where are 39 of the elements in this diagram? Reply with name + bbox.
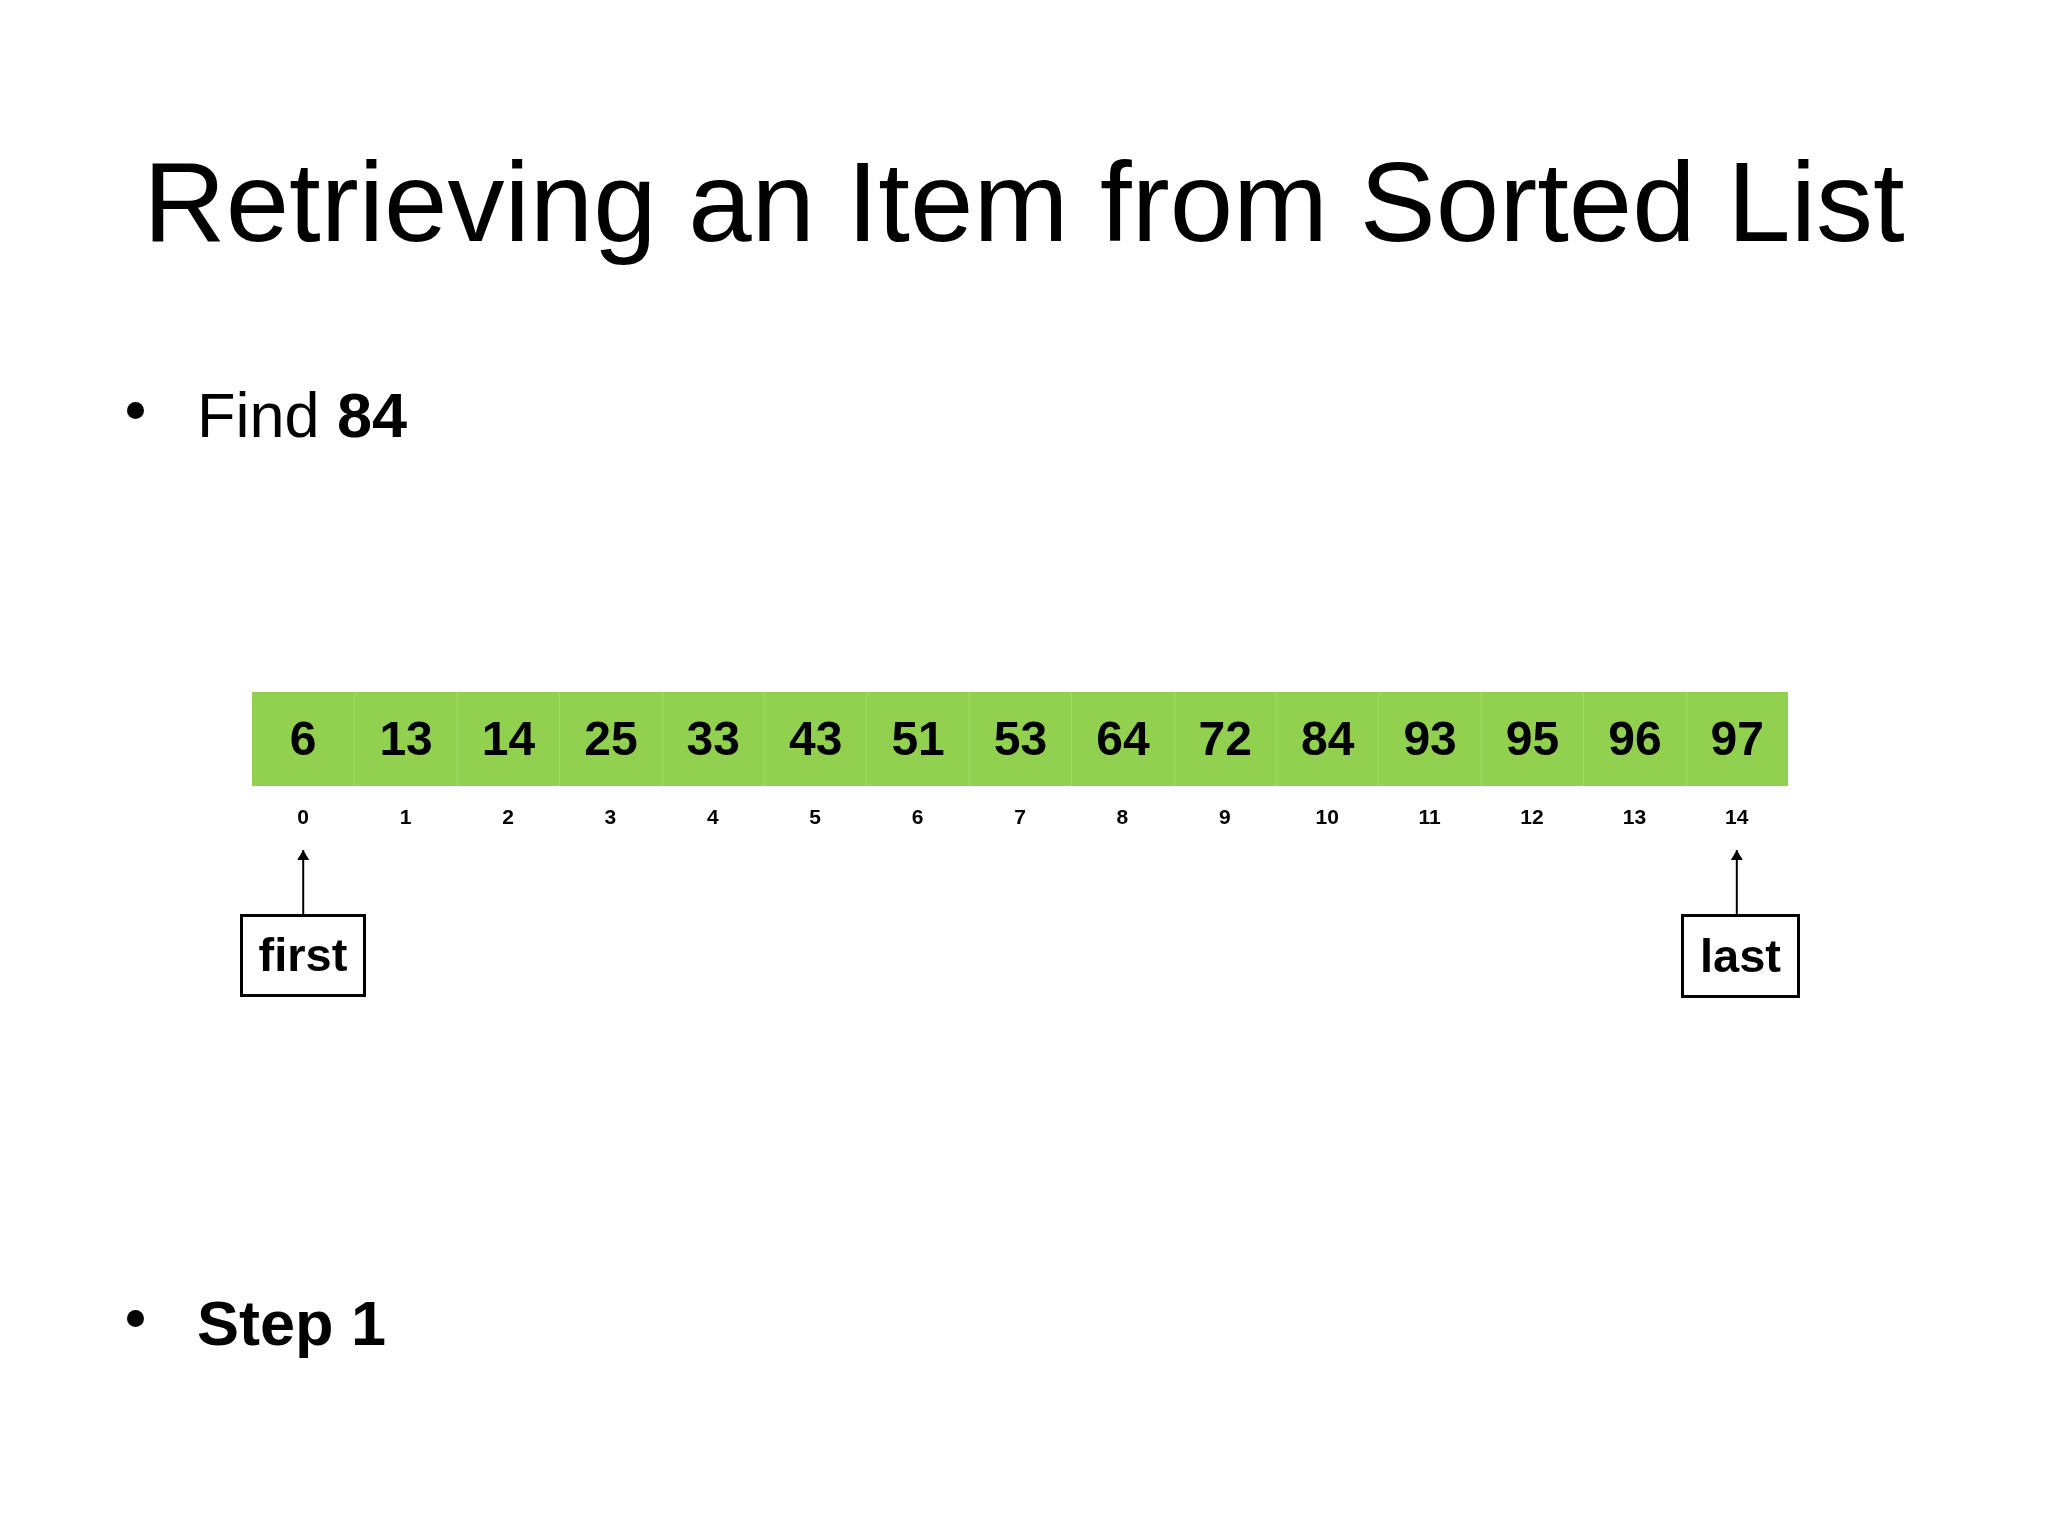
array-value: 72: [1198, 711, 1252, 768]
index-number: 7: [1014, 804, 1026, 830]
index-number: 2: [502, 804, 514, 830]
index-number: 12: [1520, 804, 1544, 830]
index-number: 8: [1116, 804, 1129, 830]
index-number: 3: [604, 804, 617, 830]
array-value: 13: [379, 711, 433, 768]
array-value: 96: [1608, 711, 1662, 768]
index-number: 6: [911, 804, 924, 830]
index-number: 10: [1315, 804, 1339, 830]
slide-title: Retrieving an Item from Sorted List: [143, 137, 1905, 267]
array-value: 97: [1710, 711, 1764, 768]
index-number: 0: [297, 804, 310, 830]
arrow: [297, 849, 310, 915]
pointer-label: last: [1700, 927, 1781, 984]
index-number: 4: [706, 804, 719, 830]
array-value: 53: [993, 711, 1048, 768]
index-number: 11: [1418, 804, 1441, 830]
arrow: [1730, 849, 1743, 915]
index-number: 13: [1622, 804, 1647, 830]
array-value: 95: [1505, 711, 1560, 768]
pointer-label: first: [258, 927, 348, 984]
index-number: 14: [1725, 804, 1749, 830]
array-value: 51: [891, 711, 945, 768]
array-value: 93: [1403, 711, 1457, 768]
index-number: 1: [399, 804, 412, 830]
array-value: 64: [1096, 711, 1150, 768]
index-number: 9: [1218, 804, 1231, 830]
array-value: 43: [789, 711, 843, 768]
pointer-box: [240, 914, 366, 997]
array-value: 14: [481, 711, 536, 768]
bullet-text: Step 1: [197, 1287, 387, 1360]
array-value: 84: [1301, 711, 1355, 768]
array-value: 25: [584, 711, 638, 768]
pointer-box: [1681, 914, 1800, 998]
array-value: 33: [686, 711, 740, 768]
index-number: 5: [809, 804, 822, 830]
bullet-text: Find 84: [197, 379, 408, 452]
array-value: 6: [289, 711, 317, 768]
